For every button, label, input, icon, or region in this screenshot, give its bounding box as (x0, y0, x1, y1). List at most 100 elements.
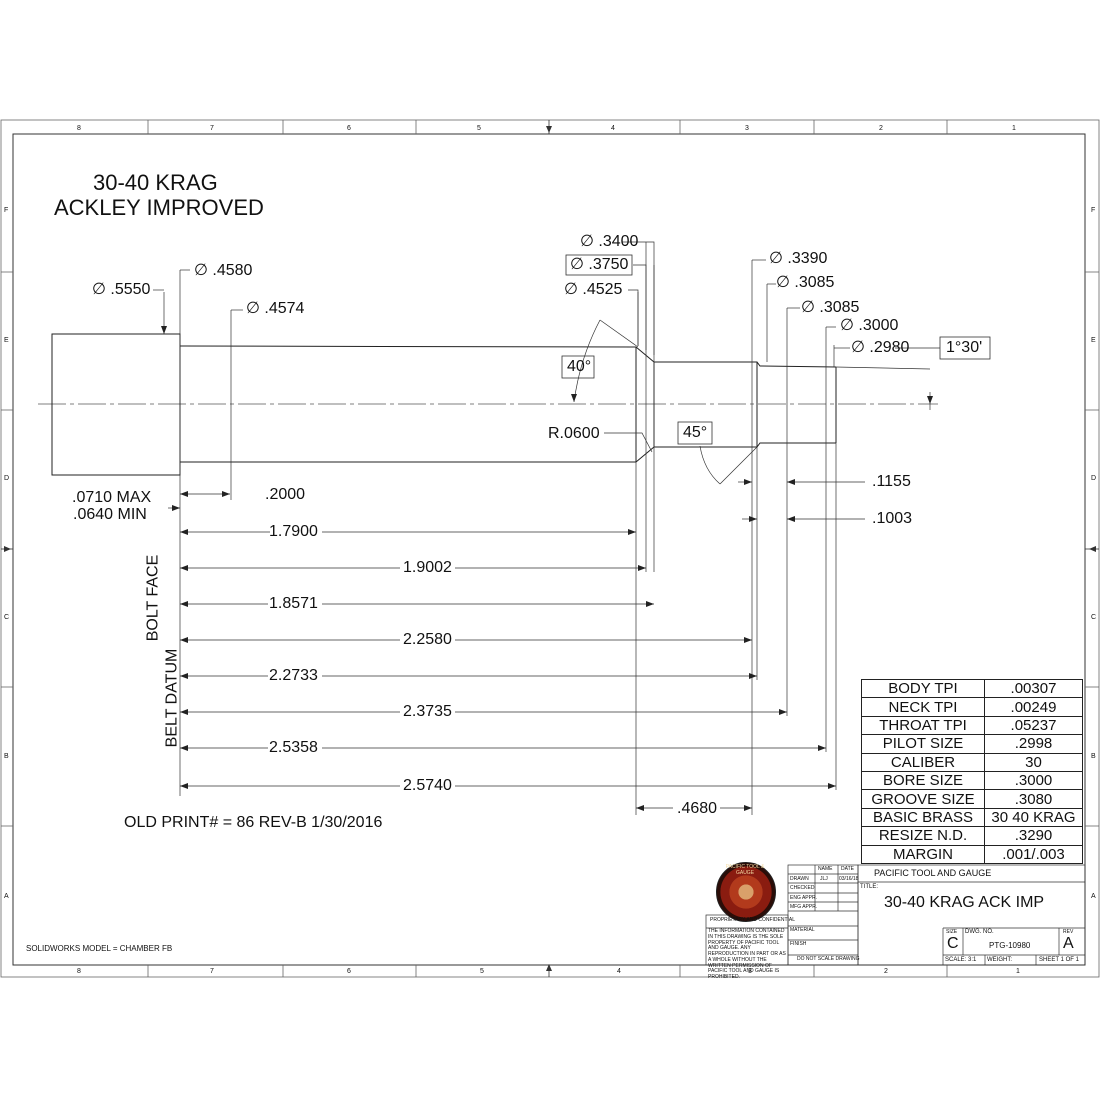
angle-40: 40° (567, 358, 592, 375)
diameter-symbol: ∅ (580, 233, 594, 250)
radius-0600: R.0600 (548, 425, 600, 442)
zone-row-a-right: A (1091, 893, 1096, 900)
drawing-title-line1: 30-40 KRAG (93, 170, 218, 195)
leader-lines (153, 241, 940, 453)
dia-3000: ∅ .3000 (840, 318, 898, 334)
dia-3390: ∅ .3390 (769, 251, 827, 267)
company-logo (716, 862, 776, 922)
length-22580: 2.2580 (403, 631, 452, 648)
weight-label: WEIGHT: (987, 957, 1012, 963)
dia-3750: ∅ .3750 (570, 257, 628, 273)
dia-3400-value: .3400 (598, 233, 639, 250)
diameter-symbol: ∅ (801, 299, 815, 316)
rev-value: A (1063, 935, 1074, 952)
zone-row-d-right: D (1091, 475, 1097, 482)
dia-3750-value: .3750 (588, 256, 629, 273)
zone-row-e: E (4, 337, 9, 344)
dia-4580: ∅ .4580 (194, 263, 252, 279)
zone-col-4: 4 (611, 125, 615, 132)
zone-row-c: C (4, 614, 10, 621)
spec-value: .3080 (984, 789, 1083, 809)
zone-row-f-right: F (1091, 207, 1096, 214)
spec-row: GROOVE SIZE.3080 (861, 789, 1083, 809)
zone-col-4-bottom: 4 (617, 968, 621, 975)
length-22733: 2.2733 (269, 667, 318, 684)
sheet-value: SHEET 1 OF 1 (1039, 957, 1079, 963)
length-17900: 1.7900 (269, 523, 318, 540)
diameter-symbol: ∅ (246, 300, 260, 317)
zone-col-3: 3 (745, 125, 749, 132)
diameter-symbol: ∅ (194, 262, 208, 279)
rev-label: REV (1063, 929, 1074, 935)
model-note: SOLIDWORKS MODEL = CHAMBER FB (26, 944, 173, 953)
dia-3085-b-value: .3085 (819, 299, 860, 316)
dia-4574-value: .4574 (264, 300, 305, 317)
spec-value: 30 40 KRAG (984, 807, 1083, 828)
zone-col-5: 5 (477, 125, 481, 132)
spec-value: .3290 (984, 826, 1083, 846)
zone-col-8-bottom: 8 (77, 968, 81, 975)
spec-value: 30 (984, 752, 1083, 772)
mfg-appr-label: MFG APPR. (790, 904, 818, 910)
dia-2980: ∅ .2980 (851, 340, 909, 356)
zone-col-6-bottom: 6 (347, 968, 351, 975)
extension-lines (163, 242, 931, 815)
material-label: MATERIAL (790, 927, 815, 933)
scale-value: SCALE: 3:1 (945, 957, 977, 963)
size-label: SIZE (946, 929, 958, 935)
zone-col-7: 7 (210, 125, 214, 132)
dia-5550-value: .5550 (110, 281, 151, 298)
length-2000: .2000 (265, 486, 306, 503)
zone-col-5-bottom: 5 (480, 968, 484, 975)
proprietary-text: THE INFORMATION CONTAINED IN THIS DRAWIN… (708, 928, 786, 980)
dia-5550: ∅ .5550 (92, 282, 150, 298)
zone-col-2-bottom: 2 (884, 968, 888, 975)
length-1155: .1155 (872, 473, 911, 490)
date-header: DATE (841, 866, 854, 872)
dia-3085-b: ∅ .3085 (801, 300, 859, 316)
diameter-symbol: ∅ (769, 250, 783, 267)
old-print-note: OLD PRINT# = 86 REV-B 1/30/2016 (124, 814, 383, 831)
dia-3390-value: .3390 (787, 250, 828, 267)
zone-row-b: B (4, 753, 9, 760)
zone-row-c-right: C (1091, 614, 1097, 621)
zone-col-8: 8 (77, 125, 81, 132)
logo-text: PACIFIC TOOL & GAUGE (725, 864, 765, 876)
name-header: NAME (818, 866, 833, 872)
checked-label: CHECKED (790, 885, 815, 891)
zone-row-b-right: B (1091, 753, 1096, 760)
dwg-no-label: DWG. NO. (965, 929, 994, 935)
drawn-name: JLJ (820, 876, 828, 882)
spec-key: CALIBER (861, 752, 985, 772)
spec-value: .00307 (984, 678, 1083, 699)
belt-datum-label: BELT DATUM (163, 648, 181, 748)
length-25740: 2.5740 (403, 777, 452, 794)
chamber-profile (51, 333, 837, 476)
spec-key: NECK TPI (861, 697, 985, 717)
spec-row: BODY TPI.00307 (861, 678, 1083, 699)
dia-4525-value: .4525 (582, 281, 623, 298)
zone-col-3-bottom: 3 (748, 968, 752, 975)
spec-key: BASIC BRASS (861, 807, 985, 828)
spec-key: RESIZE N.D. (861, 826, 985, 846)
spec-row: THROAT TPI.05237 (861, 715, 1083, 736)
diameter-symbol: ∅ (92, 281, 106, 298)
length-1003: .1003 (872, 510, 913, 527)
zone-ticks (1, 120, 1099, 977)
finish-label: FINISH (790, 941, 807, 947)
angle-1-30: 1°30' (946, 339, 983, 356)
length-4680: .4680 (677, 800, 718, 817)
spec-row: NECK TPI.00249 (861, 697, 1083, 717)
arrowheads (161, 326, 933, 811)
zone-col-6: 6 (347, 125, 351, 132)
size-value: C (947, 935, 959, 952)
spec-key: THROAT TPI (861, 715, 985, 736)
diameter-symbol: ∅ (840, 317, 854, 334)
diameter-symbol: ∅ (776, 274, 790, 291)
zone-col-1-bottom: 1 (1016, 968, 1020, 975)
label-boxes (561, 254, 991, 445)
spec-row: MARGIN.001/.003 (861, 844, 1083, 864)
